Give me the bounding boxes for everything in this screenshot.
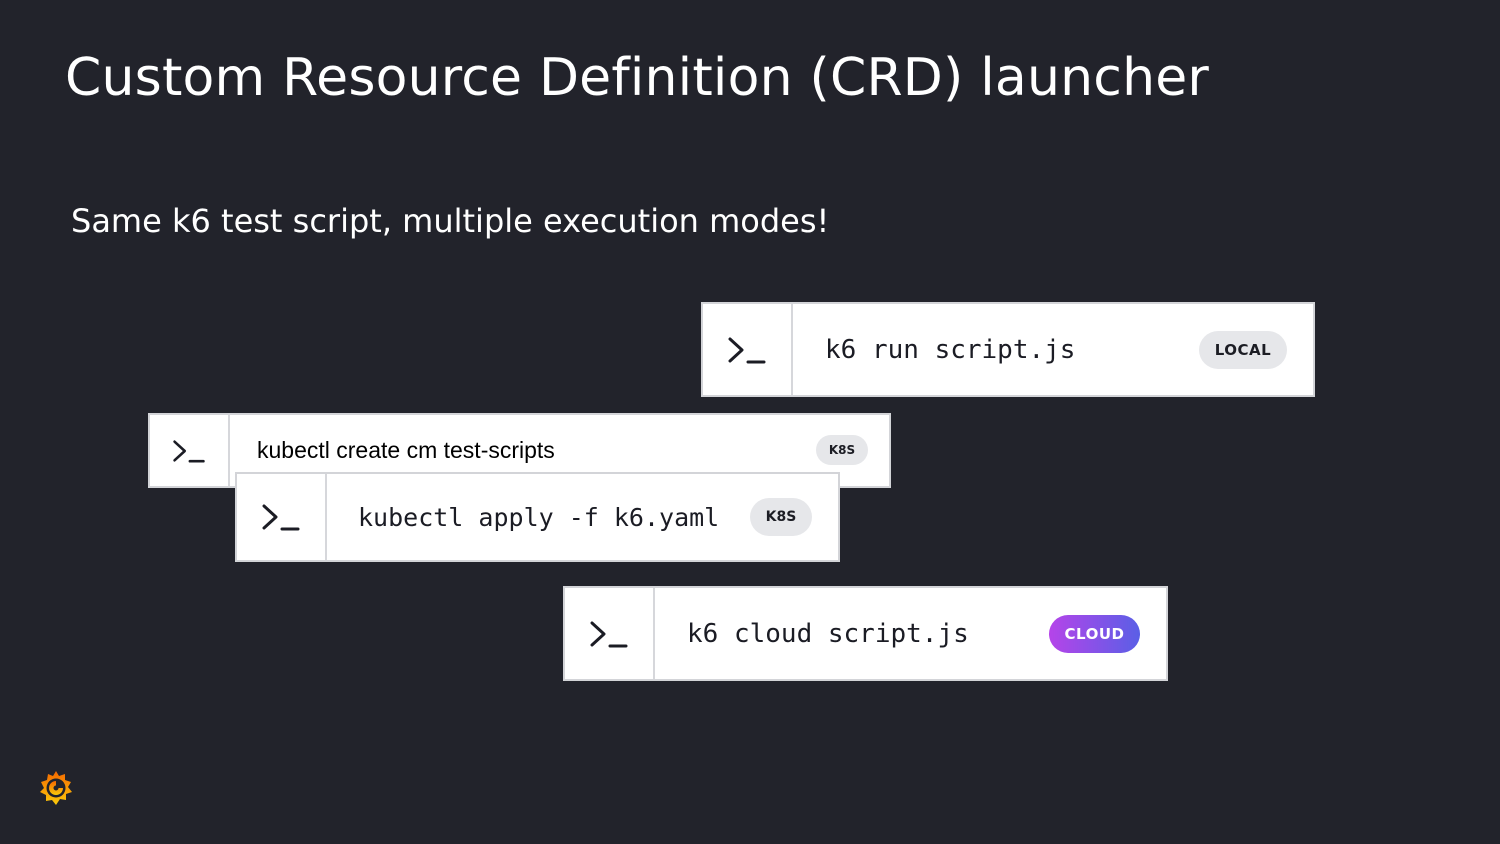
command-text: k6 cloud script.js (687, 618, 969, 649)
command-text: kubectl apply -f k6.yaml (358, 502, 720, 532)
command-card-apply: kubectl apply -f k6.yaml K8S (235, 472, 840, 562)
slide-subtitle: Same k6 test script, multiple execution … (71, 202, 830, 240)
command-text: kubectl create cm test-scripts (257, 437, 555, 463)
command-text: k6 run script.js (825, 334, 1076, 365)
slide-title: Custom Resource Definition (CRD) launche… (65, 48, 1209, 108)
command-card-cloud: k6 cloud script.js CLOUD (563, 586, 1168, 681)
terminal-prompt-icon (565, 588, 655, 679)
badge-local: LOCAL (1199, 330, 1287, 369)
terminal-prompt-icon (150, 415, 230, 486)
terminal-prompt-icon (703, 304, 793, 395)
grafana-logo-icon (36, 768, 76, 808)
badge-k8s: K8S (816, 435, 868, 465)
command-card-local: k6 run script.js LOCAL (701, 302, 1315, 397)
badge-k8s: K8S (750, 498, 812, 536)
badge-cloud: CLOUD (1049, 614, 1140, 653)
terminal-prompt-icon (237, 474, 327, 560)
